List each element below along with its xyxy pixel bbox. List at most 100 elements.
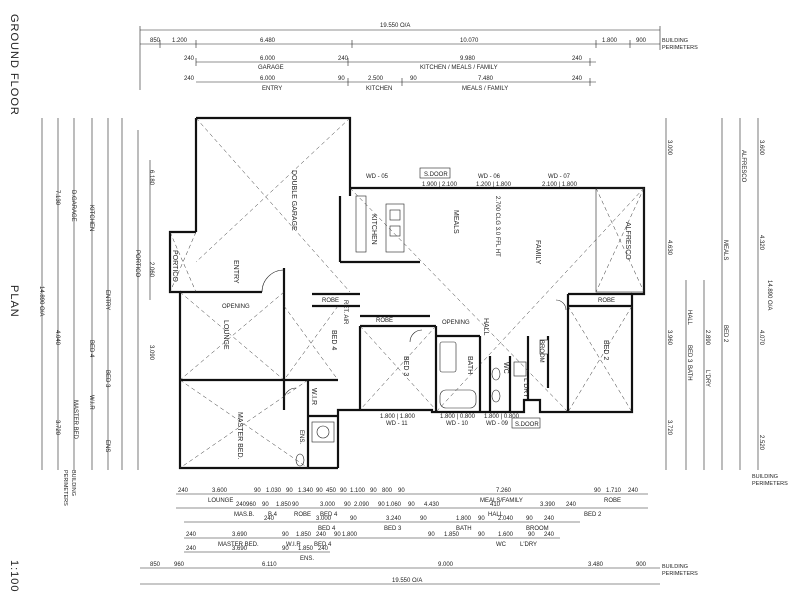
bot-r3-5: 1.800 [456,516,472,522]
bot-r4-9: 90 [478,532,485,538]
ceiling-diagonals [169,117,645,469]
left-overall-dim: 14.890 O/A [38,286,44,316]
bot-perimeters-2: PERIMETERS [662,571,698,577]
bot-r1-9: 1.100 [350,488,366,494]
bot-r1-label-0: LOUNGE [208,498,233,504]
bot-r1-14: 90 [594,488,601,494]
building-walls [168,116,646,470]
bot-r4-label-3: WC [496,542,507,548]
window-tags: S.DOOR WD - 05 1.900 | 2.100 WD - 06 1.2… [366,167,578,429]
top-r1-0: 850 [150,38,161,44]
room-robe-2: ROBE [376,318,393,324]
top-r1-2: 6.480 [260,38,276,44]
top-r2-label-0: GARAGE [258,65,284,71]
top-r3-0: 240 [184,76,195,82]
bot-r4-3: 1.850 [296,532,312,538]
right-perimeters-2: PERIMETERS [752,481,788,487]
top-r3-3: 2.500 [368,76,384,82]
wd09-size: 1.800 | 0.800 [484,414,520,420]
top-r2-4: 240 [572,56,583,62]
bot-r3-1: 3.000 [316,516,332,522]
bot-r1-15: 1.710 [606,488,622,494]
left-outer-0: 7.130 [54,190,60,206]
bottom-overall-dim: 19.550 O/A [392,578,422,584]
right-inner-0: 3.000 [666,140,672,156]
bot-r1-13: 7.260 [496,488,512,494]
room-lounge: LOUNGE [222,320,229,350]
right-label-1: MEALS [722,240,728,260]
bot-r1-12: 90 [398,488,405,494]
bot-r2-8: 90 [378,502,385,508]
bot-r6-2: 6.110 [262,562,277,568]
bot-r4-label-4: L'DRY [520,542,537,548]
right-inner-4: 3.720 [666,420,672,436]
room-family: FAMILY [534,240,541,265]
top-r1-3: 10.070 [460,38,479,44]
top-r3-4: 90 [410,76,417,82]
bot-r1-0: 240 [178,488,189,494]
right-outer-1: 4.320 [758,235,764,251]
left-label-2: PORTICO [134,250,140,278]
bot-r2-13: 3.390 [540,502,556,508]
wd07-tag: WD - 07 [548,174,571,180]
bot-r5-label-1: ENS. [300,556,314,562]
bot-r1-11: 800 [382,488,393,494]
bot-r6-4: 3.480 [588,562,604,568]
left-label-8: ENS [104,440,110,452]
bot-r2-14: 240 [566,502,577,508]
room-opening-1: OPENING [442,320,470,326]
left-outer-1: 4.040 [54,330,60,346]
room-wc: WC [502,362,509,374]
left-inner-0: 6.180 [148,170,154,186]
bot-r1-1: 3.600 [212,488,228,494]
room-portico: PORTICO [171,250,178,282]
bot-r1-16: 240 [628,488,639,494]
top-r3-label-2: MEALS / FAMILY [462,86,508,92]
bot-r4-label-2: BED 4 [314,542,332,548]
right-label-4: BATH [686,365,692,381]
wd05-size: 1.900 | 2.100 [422,182,458,188]
right-inner-2: 3.960 [666,330,672,346]
sdoor-tag-bottom: S.DOOR [515,422,539,428]
top-r1-5: 900 [636,38,647,44]
left-inner-1: 2.060 [148,262,154,278]
top-perimeters-label-2: PERIMETERS [662,45,698,51]
room-robe-1: ROBE [322,298,339,304]
room-broom: BROOM [538,340,544,363]
bot-r4-12: 240 [544,532,555,538]
left-label-3: ENTRY [104,290,110,310]
bot-r4-label-1: W.I.R [286,542,301,548]
bot-r1-8: 90 [340,488,347,494]
right-dimensions: 14.890 O/A 3.600 4.320 4.070 2.520 3.000… [665,118,788,487]
right-outer-0: 3.600 [758,140,764,156]
room-wir: W.I.R [310,388,317,405]
top-r2-2: 240 [338,56,349,62]
plan-title: PLAN [8,285,20,318]
wd06-tag: WD - 06 [478,174,501,180]
wd07-size: 2.100 | 1.800 [542,182,578,188]
bot-r2-label-1: B.4 [268,512,278,518]
right-label-5: L'DRY [704,370,710,387]
bot-r1-5: 1.340 [298,488,314,494]
right-label-3: BED 2 [722,325,728,343]
bot-r2-11: 4.430 [424,502,440,508]
top-overall-dim: 19.550 O/A [380,23,410,29]
bot-r3-8: 90 [526,516,533,522]
left-label-6: W.I.R [88,395,94,410]
left-label-0: D.GARAGE [70,190,76,222]
top-r2-0: 240 [184,56,195,62]
bot-r3-label-0: BED 4 [318,526,336,532]
bot-r3-9: 240 [544,516,555,522]
top-r1-1: 1.200 [172,38,188,44]
bot-r5-3: 1.850 [298,546,314,552]
bot-r3-7: 2.040 [498,516,514,522]
bot-r4-11: 90 [528,532,535,538]
room-ens: ENS. [298,430,304,444]
room-entry: ENTRY [232,260,239,284]
bot-r4-1: 3.690 [232,532,248,538]
bot-r2-9: 1.060 [386,502,402,508]
right-overall-dim: 14.890 O/A [766,280,772,310]
bot-r3-2: 90 [350,516,357,522]
bot-r4-6: 1.800 [342,532,358,538]
right-outer-2: 4.070 [758,330,764,346]
